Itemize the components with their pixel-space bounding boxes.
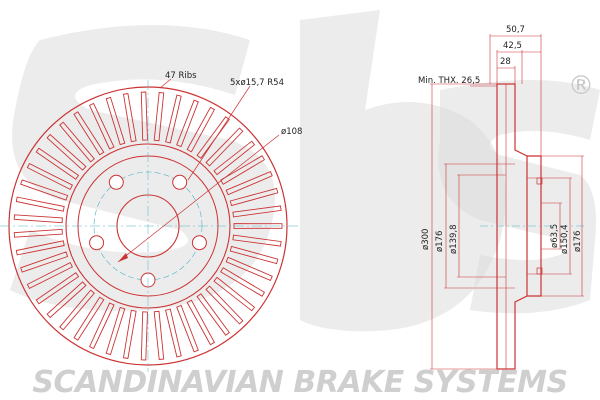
rib [46,133,87,171]
rib [122,309,137,360]
bolt-hole [172,174,188,190]
rib [13,214,63,224]
rib [89,102,115,150]
dim-total-width: 50,7 [506,25,525,35]
rib [205,127,244,167]
rib [213,140,256,176]
side-view [430,34,585,370]
bolt-leader [187,85,251,181]
rib [186,299,216,346]
rib [35,147,80,180]
rib [233,223,283,229]
rib [153,92,165,142]
rib [196,116,230,159]
rib [15,196,65,212]
width-dimensions [470,34,542,156]
rib [13,228,63,238]
dia-outer-label: ø300 [421,229,431,250]
rib [59,121,95,163]
left-diameter-dimensions [430,83,506,370]
dia-150-label: ø150,4 [560,224,570,254]
ribs-label: 47 Ribs [165,71,197,81]
front-view: 47 Ribs 5xø15,7 R54 ø108 [0,71,302,372]
bolt-pattern-label: 5xø15,7 R54 [230,78,284,88]
pcd-arrowhead [118,253,128,262]
dia-176-left-label: ø176 [435,231,445,252]
rib [196,293,230,336]
rib [140,311,148,361]
rib [186,106,216,153]
rib [165,94,182,144]
bolt-hole [89,235,105,251]
rib [205,285,244,325]
rib [89,302,115,350]
rib [73,111,105,156]
rib [46,281,87,319]
rib [20,251,69,273]
rib [26,162,74,191]
pcd-label: ø108 [281,127,302,137]
bolt-hole [108,174,124,190]
rib [165,308,182,358]
rib [220,267,266,297]
rib [59,289,95,331]
rib [105,96,126,146]
right-diameter-dimensions [527,155,584,297]
rib [229,187,279,207]
cooling-ribs [13,91,283,361]
bolt-hole [191,235,207,251]
brand-tagline: SCANDINAVIAN BRAKE SYSTEMS [32,365,567,400]
rib [220,155,266,185]
dim-hat-depth: 42,5 [503,41,522,51]
rib [225,256,273,281]
dim-thickness: 28 [500,57,511,67]
rib [232,205,282,218]
rib [232,234,282,247]
dia-63-label: ø63,5 [550,224,560,248]
ribs-leader [159,78,172,89]
rib [213,276,256,312]
rib [140,91,148,141]
pcd-leader [117,134,280,263]
dia-139-label: ø139,8 [449,224,459,254]
sbs-watermark-logo: ® [10,10,600,332]
rib [73,296,105,341]
rib [105,306,126,356]
rib [122,92,137,143]
rib [153,310,165,360]
rib [35,272,80,305]
min-thickness-label: Min. THX. 26,5 [418,76,480,86]
side-view-labels: 50,7 42,5 28 Min. THX. 26,5 ø300 ø176 ø1… [418,25,583,254]
rib [176,304,199,353]
rib [225,171,273,196]
registered-mark: ® [568,71,594,101]
rib [176,99,199,148]
rib [26,261,74,290]
rib [229,245,279,265]
rib [15,240,65,256]
dia-176-right-label: ø176 [573,231,583,252]
rib [20,179,69,201]
